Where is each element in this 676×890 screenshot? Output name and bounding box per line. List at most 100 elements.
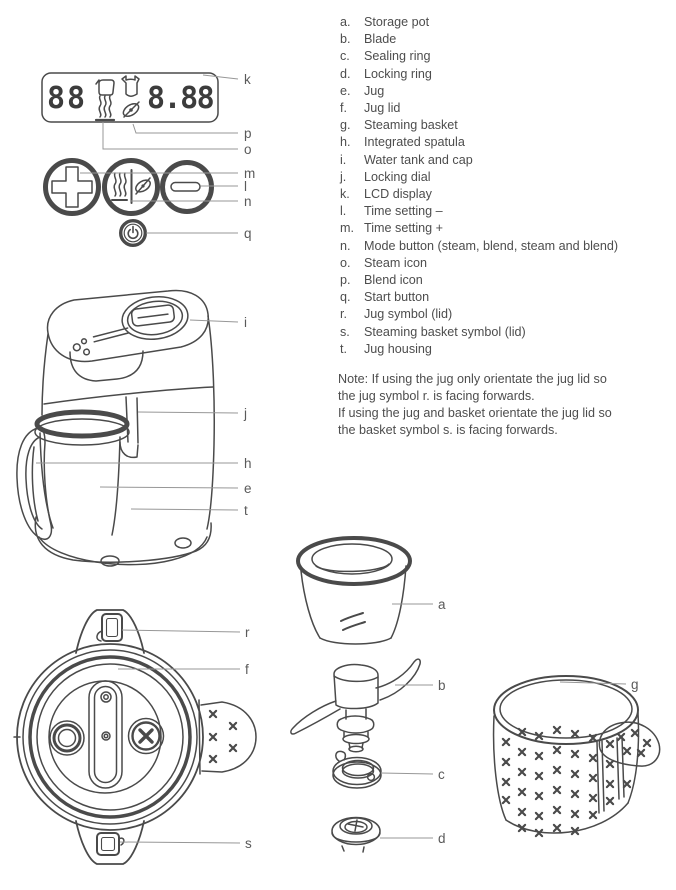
plus-icon xyxy=(51,166,93,208)
legend-item-q: q.Start button xyxy=(340,289,618,306)
power-icon xyxy=(127,225,139,240)
legend-item-p: p. Blend icon xyxy=(340,272,618,289)
control-panel-marks xyxy=(72,327,130,356)
legend-item-b: b. Blade xyxy=(340,31,618,48)
blend-blade-icon xyxy=(135,177,151,195)
note-line: the jug symbol r. is facing forwards. xyxy=(338,389,535,403)
legend-label: Blade xyxy=(364,32,397,47)
jug-lid-illustration xyxy=(13,609,257,865)
note-text: Note: If using the jug only orientate th… xyxy=(338,371,673,439)
callout-h: h xyxy=(244,456,252,471)
lid-tab-perforations xyxy=(208,709,238,764)
callout-g: g xyxy=(631,677,639,692)
legend-label: Jug lid xyxy=(364,101,401,116)
time-plus-button xyxy=(43,158,101,216)
legend-item-g: g. Steaming basket xyxy=(340,117,618,134)
steaming-basket-illustration xyxy=(492,675,661,838)
legend-item-j: j.Locking dial xyxy=(340,169,618,186)
callout-n: n xyxy=(244,194,252,209)
legend-item-n: n.Mode button (steam, blend, steam and b… xyxy=(340,238,618,255)
blade-illustration xyxy=(290,658,421,753)
legend-label: Sealing ring xyxy=(364,49,431,64)
spatula-slot xyxy=(88,680,123,789)
note-line: If using the jug and basket orientate th… xyxy=(338,406,612,420)
legend-letter: j. xyxy=(340,169,347,184)
legend-label: Blend icon xyxy=(364,273,423,288)
legend-label: Steaming basket xyxy=(364,118,458,133)
legend-item-s: s.Steaming basket symbol (lid) xyxy=(340,324,618,341)
legend-item-a: a.Storage pot xyxy=(340,14,618,31)
legend-item-f: f. Jug lid xyxy=(340,100,618,117)
legend-label: Integrated spatula xyxy=(364,135,465,150)
legend-label: Jug xyxy=(364,83,385,98)
handle-with-spatula xyxy=(16,427,53,540)
legend-letter: c. xyxy=(340,49,350,64)
parts-legend: a.Storage pot b. Blade c. Sealing ring d.L… xyxy=(340,14,618,358)
storage-pot-illustration xyxy=(296,536,412,645)
legend-item-t: t.Jug housing xyxy=(340,341,618,358)
callout-p: p xyxy=(244,126,252,141)
callout-i: i xyxy=(244,315,247,330)
legend-letter: l. xyxy=(340,204,347,219)
callout-l: l xyxy=(244,179,247,194)
legend-item-i: i.Water tank and cap xyxy=(340,152,618,169)
legend-letter: g. xyxy=(340,118,351,133)
mode-button xyxy=(102,158,160,216)
legend-letter: h. xyxy=(340,135,351,150)
locking-ring-illustration xyxy=(331,816,381,853)
legend-label: Jug symbol (lid) xyxy=(364,307,453,322)
legend-letter: o. xyxy=(340,255,351,270)
steam-icon xyxy=(94,79,116,122)
legend-label: Time setting + xyxy=(364,221,443,236)
legend-label: Time setting – xyxy=(364,204,443,219)
legend-label: LCD display xyxy=(364,187,432,202)
callout-k: k xyxy=(244,72,251,87)
machine-base xyxy=(34,516,212,567)
lcd-time-digits: 88 xyxy=(47,81,88,116)
legend-letter: n. xyxy=(340,238,351,253)
valve-x-icon xyxy=(127,717,165,755)
legend-label: Water tank and cap xyxy=(364,152,473,167)
time-minus-button xyxy=(160,160,214,214)
jug-body xyxy=(39,432,121,536)
jug-rim-and-locking-dial xyxy=(34,396,139,459)
callout-s: s xyxy=(245,836,252,851)
note-line: the basket symbol s. is facing forwards. xyxy=(338,423,558,437)
water-tank-and-cap xyxy=(121,296,189,340)
callout-r: r xyxy=(245,625,250,640)
legend-item-l: l. Time setting – xyxy=(340,203,618,220)
legend-letter: p. xyxy=(340,273,351,288)
legend-item-h: h. Integrated spatula xyxy=(340,134,618,151)
callout-j: j xyxy=(244,406,247,421)
legend-letter: s. xyxy=(340,324,350,339)
callout-a: a xyxy=(438,597,446,612)
legend-item-m: m.Time setting + xyxy=(340,220,618,237)
minus-icon xyxy=(170,181,201,192)
start-button xyxy=(118,218,147,247)
legend-item-r: r.Jug symbol (lid) xyxy=(340,306,618,323)
legend-item-o: o. Steam icon xyxy=(340,255,618,272)
blend-icon xyxy=(121,75,140,118)
callout-b: b xyxy=(438,678,446,693)
callout-f: f xyxy=(245,662,249,677)
callout-q: q xyxy=(244,226,252,241)
callout-c: c xyxy=(438,767,445,782)
note-line: Note: If using the jug only orientate th… xyxy=(338,372,607,386)
legend-item-d: d.Locking ring xyxy=(340,66,618,83)
legend-letter: f. xyxy=(340,101,347,116)
callout-m: m xyxy=(244,166,256,181)
legend-item-k: k.LCD display xyxy=(340,186,618,203)
lcd-clock-digits: 8.88 xyxy=(147,81,215,116)
legend-label: Jug housing xyxy=(364,341,432,356)
legend-label: Steam icon xyxy=(364,255,427,270)
leader-lines xyxy=(36,74,627,844)
callout-o: o xyxy=(244,142,252,157)
legend-letter: a. xyxy=(340,15,351,29)
sealing-ring-illustration xyxy=(332,750,382,789)
callout-e: e xyxy=(244,481,252,496)
legend-letter: b. xyxy=(340,32,351,47)
steam-waves-icon xyxy=(111,172,128,201)
machine-illustration xyxy=(16,289,215,567)
